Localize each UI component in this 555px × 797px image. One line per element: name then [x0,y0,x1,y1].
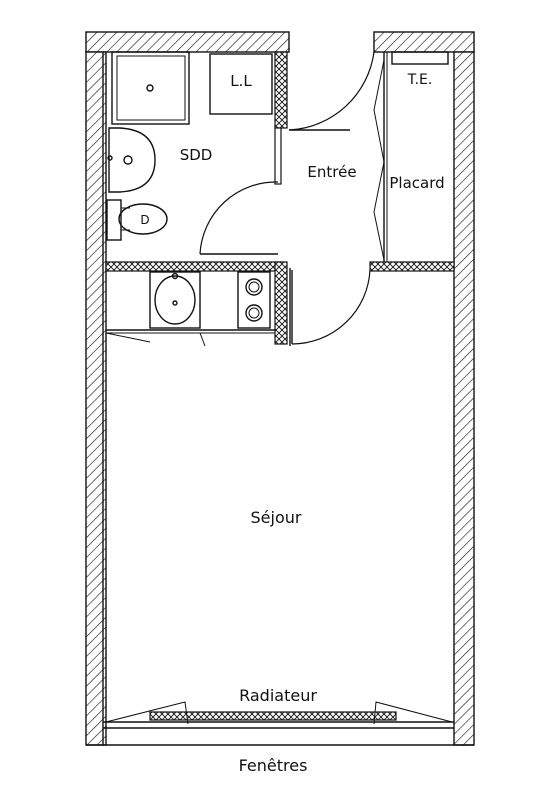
partition-horizontal-right [369,261,455,272]
bathroom-door-arc [199,181,279,255]
shower [111,51,190,125]
bathroom-label: SDD [180,146,213,164]
window-frame [86,721,474,746]
living-door-arc [291,269,371,345]
partition-bathroom-right-stub [274,127,282,185]
entrance-label: Entrée [307,163,356,181]
closet-door-lower [373,161,385,261]
bathroom-sink-tap [107,155,113,161]
partition-kitchen-right [274,261,288,345]
kitchen-counter [105,329,275,347]
window-left-sash [105,701,189,725]
toilet-mark: D [140,213,149,227]
radiator [149,711,397,721]
wall-top-right [373,31,475,53]
laundry-box [209,53,273,115]
wall-right [453,51,475,746]
bathroom-sink [108,127,156,193]
window-right-sash [373,701,453,725]
windows-label: Fenêtres [239,756,308,775]
entrance-door-arc [288,51,375,131]
meter-box [391,51,449,65]
living-label: Séjour [251,508,302,527]
kitchen-sink [149,271,201,329]
meter-label: T.E. [407,72,433,88]
laundry-label: L.L [230,72,252,90]
partition-bathroom-right-upper [274,51,288,129]
toilet [106,199,168,241]
partition-horizontal-left [105,261,283,272]
cooktop [237,271,271,329]
bathroom-sink-drain [123,155,133,165]
closet-door-upper [373,59,385,163]
closet-label: Placard [389,174,444,192]
radiator-label: Radiateur [239,686,317,705]
wall-top-left [85,31,290,53]
